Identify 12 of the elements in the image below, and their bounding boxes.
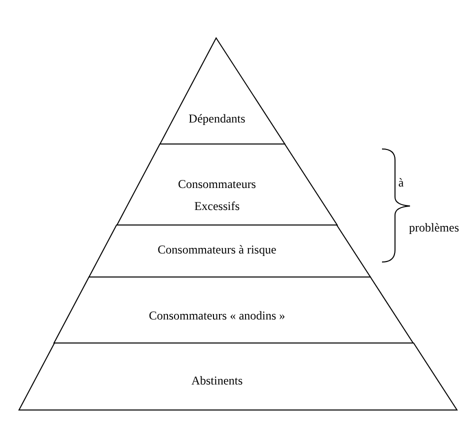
pyramid-band	[19, 343, 457, 410]
pyramid-band	[89, 225, 371, 277]
brace-label: problèmes	[409, 220, 459, 236]
band-label: Abstinents	[191, 374, 243, 388]
band-label: Dépendants	[188, 112, 246, 126]
pyramid-band	[160, 38, 285, 144]
band-label: Consommateurs à risque	[158, 242, 276, 258]
band-label: Consommateurs « anodins »	[148, 308, 286, 324]
band-label: Consommateurs Excessifs	[176, 176, 257, 215]
pyramid-band	[54, 277, 414, 343]
pyramid-band	[116, 144, 338, 225]
brace-label: à	[398, 176, 404, 190]
